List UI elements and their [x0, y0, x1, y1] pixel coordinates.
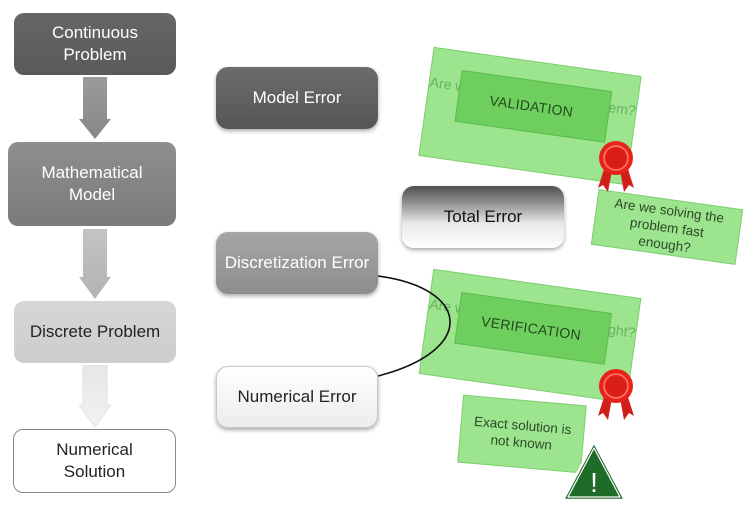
stage-label: Continuous Problem	[51, 23, 138, 64]
down-arrow-icon	[79, 77, 111, 139]
warning-symbol: !	[590, 467, 598, 498]
model-error-box: Model Error	[216, 67, 378, 129]
seal-ribbon-icon	[598, 141, 634, 192]
stage-continuous-problem: Continuous Problem	[14, 13, 176, 75]
stage-numerical-solution: Numerical Solution	[13, 429, 176, 493]
warning-icon: !	[561, 440, 627, 502]
stage-label: Discrete Problem	[29, 322, 161, 341]
stage-mathematical-model: Mathematical Model	[8, 142, 176, 226]
numerical-error-label: Numerical Error	[237, 387, 357, 406]
down-arrow-icon	[79, 229, 111, 299]
stage-discrete-problem: Discrete Problem	[14, 301, 176, 363]
numerical-error-box: Numerical Error	[216, 366, 378, 428]
total-error-box: Total Error	[402, 186, 564, 248]
stage-label: Mathematical Model	[41, 163, 143, 204]
seal-ribbon-icon	[598, 369, 634, 420]
stage-label: Numerical Solution	[56, 440, 133, 481]
discretization-error-label: Discretization Error	[224, 253, 370, 272]
total-error-label: Total Error	[443, 207, 523, 226]
down-arrow-icon	[79, 365, 111, 427]
model-error-label: Model Error	[252, 88, 342, 107]
discretization-error-box: Discretization Error	[216, 232, 378, 294]
